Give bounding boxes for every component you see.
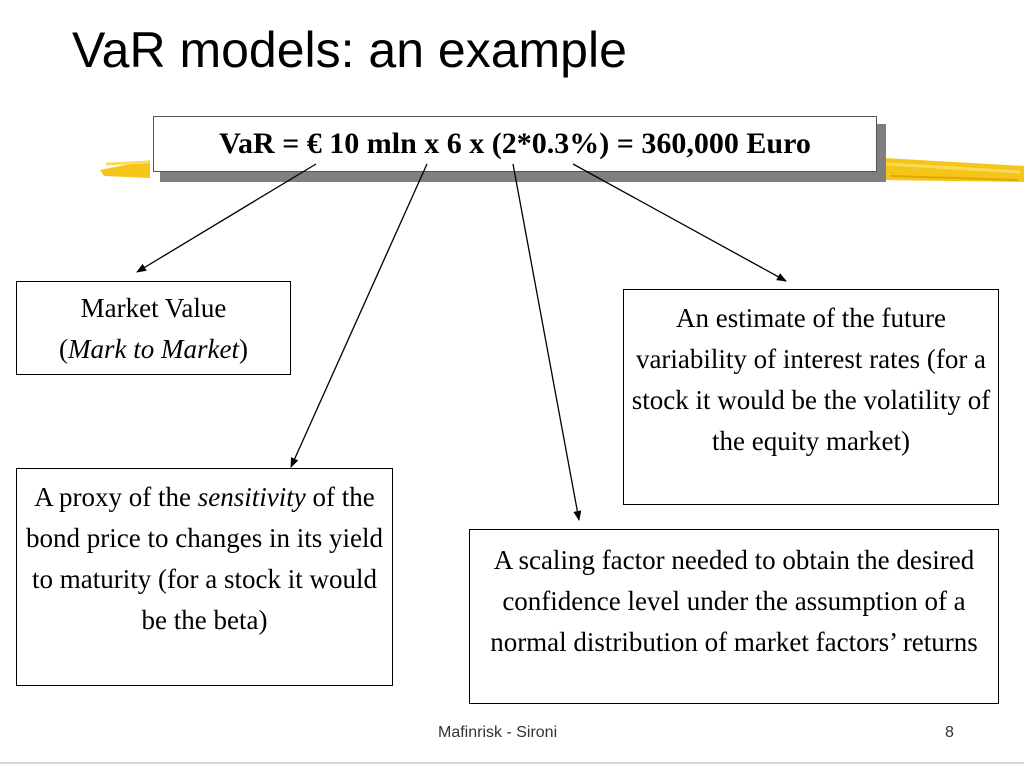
market-value-box: Market Value (Mark to Market) xyxy=(16,281,291,375)
sensitivity-box: A proxy of the sensitivity of the bond p… xyxy=(16,468,393,686)
footer-divider xyxy=(0,762,1024,764)
slide-title: VaR models: an example xyxy=(72,22,627,78)
mark-to-market-emphasis: Mark to Market xyxy=(68,334,239,364)
market-value-label: Market Value xyxy=(80,293,227,323)
footer-source: Mafinrisk - Sironi xyxy=(438,724,558,741)
volatility-box: An estimate of the future variability of… xyxy=(623,289,999,505)
arrow-to-market-value xyxy=(136,163,317,273)
scaling-factor-box: A scaling factor needed to obtain the de… xyxy=(469,529,999,704)
arrow-to-scaling-factor xyxy=(512,163,582,521)
arrow-to-volatility xyxy=(572,163,787,282)
market-value-subtitle: (Mark to Market) xyxy=(59,334,248,364)
sensitivity-emphasis: sensitivity xyxy=(197,482,306,512)
var-formula-box: VaR = € 10 mln x 6 x (2*0.3%) = 360,000 … xyxy=(153,116,877,172)
page-number: 8 xyxy=(945,724,954,741)
arrow-to-sensitivity xyxy=(290,163,428,468)
yellow-highlight-stroke xyxy=(100,158,1024,182)
